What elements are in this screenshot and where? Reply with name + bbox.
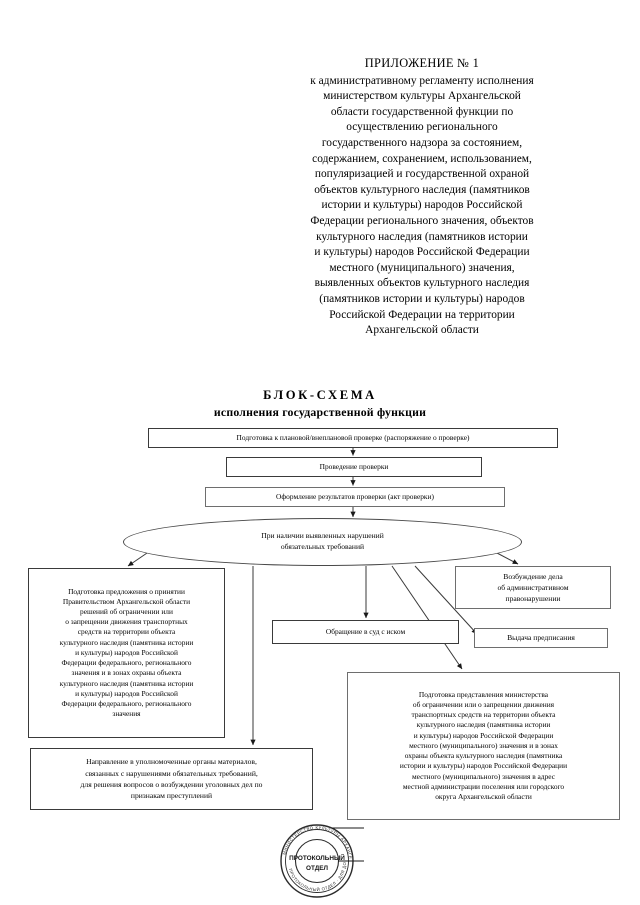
stamp-center-line-2: ОТДЕЛ: [306, 865, 329, 872]
annex-line: Федерации регионального значения, объект…: [310, 214, 534, 227]
scheme-title: БЛОК-СХЕМА: [263, 388, 377, 402]
annex-line: популяризацией и государственной охраной: [314, 168, 530, 181]
stamp-pen-stroke: [332, 827, 364, 862]
annex-line: местного (муниципального) значения,: [329, 261, 515, 274]
flow-node-violations: При наличии выявленных нарушений обязате…: [123, 518, 522, 566]
node-line: местного (муниципального) значения в адр…: [411, 771, 556, 781]
node-line: местной администрации поселения или горо…: [402, 781, 565, 791]
node-line: значения и в зонах охраны объекта: [71, 668, 182, 678]
node-line: округа Архангельской области: [435, 791, 532, 801]
flow-node-inspection: Проведение проверки: [226, 457, 482, 477]
flow-node-left-proposal: Подготовка предложения о принятии Правит…: [28, 568, 225, 738]
node-line: транспортных средств на территории объек…: [411, 710, 556, 720]
stamp-center-line-1: ПРОТОКОЛЬНЫЙ: [289, 853, 345, 862]
annex-line: истории и культуры) народов Российской: [321, 199, 523, 212]
annex-line: осуществлению регионального: [346, 121, 498, 134]
node-line: и культуры) народов Российской Федерации: [413, 730, 554, 740]
node-line: средств на территории объекта: [77, 627, 176, 637]
node-line: решений об ограничении или: [80, 607, 173, 617]
node-line: и культуры) народов Российской: [75, 688, 178, 698]
annex-line: и культуры) народов Российской Федерации: [314, 246, 530, 259]
node-line: Федерации федерального, регионального: [61, 658, 192, 668]
node-line: Подготовка к плановой/внеплановой провер…: [236, 432, 470, 442]
node-line: о запрещении движения транспортных: [65, 617, 188, 627]
node-line: правонарушении: [505, 594, 561, 603]
flow-node-results: Оформление результатов проверки (акт про…: [205, 487, 505, 507]
node-line: об ограничении или о запрещении движения: [412, 700, 555, 710]
annex-line: государственного надзора за состоянием,: [321, 136, 523, 149]
flow-node-issue-order: Выдача предписания: [474, 628, 608, 648]
annex-line: выявленных объектов культурного наследия: [314, 277, 530, 290]
node-line: культурного наследия (памятника истории: [59, 678, 194, 688]
node-line: Проведение проверки: [319, 461, 389, 471]
annex-line: к административному регламенту исполнени…: [310, 74, 534, 87]
flow-node-right-submission: Подготовка представления министерства об…: [347, 672, 620, 820]
node-line: культурного наследия (памятника истории: [416, 720, 551, 730]
annex-header: ПРИЛОЖЕНИЕ № 1 к административному регла…: [258, 56, 586, 339]
annex-line: министерством культуры Архангельской: [323, 90, 521, 103]
node-line: местного (муниципального) значения и в з…: [409, 740, 558, 750]
svg-text:МИНИСТЕРСТВО КУЛЬТУРЫ АРХАНГЕЛ: МИНИСТЕРСТВО КУЛЬТУРЫ АРХАНГЕЛЬСКОЙ ОБЛА…: [272, 816, 353, 860]
node-line: Направление в уполномоченные органы мате…: [86, 757, 257, 767]
annex-line: культурного наследия (памятников истории: [316, 230, 528, 243]
annex-body: к административному регламенту исполнени…: [258, 74, 586, 339]
node-line: Оформление результатов проверки (акт про…: [276, 491, 434, 501]
node-line: Возбуждение дела: [503, 572, 563, 581]
annex-line: (памятников истории и культуры) народов: [319, 292, 525, 305]
node-line: Федерации федерального, регионального: [61, 698, 192, 708]
node-line: культурного наследия (памятника истории: [59, 637, 194, 647]
flow-node-preparation: Подготовка к плановой/внеплановой провер…: [148, 428, 558, 448]
node-line: Обращение в суд с иском: [325, 626, 406, 636]
annex-line: объектов культурного наследия (памятнико…: [314, 183, 530, 196]
annex-line: Российской Федерации на территории: [329, 308, 515, 321]
flow-node-refer-authorities: Направление в уполномоченные органы мате…: [30, 748, 313, 810]
annex-line: области государственной функции по: [330, 105, 514, 118]
flow-node-court-claim: Обращение в суд с иском: [272, 620, 459, 644]
node-line: Подготовка предложения о принятии: [68, 586, 185, 596]
annex-line: содержанием, сохранением, использованием…: [312, 152, 532, 165]
node-line: обязательных требований: [280, 542, 365, 551]
official-stamp: МИНИСТЕРСТВО КУЛЬТУРЫ АРХАНГЕЛЬСКОЙ ОБЛА…: [272, 816, 364, 898]
node-line: и культуры) народов Российской: [75, 647, 178, 657]
node-line: истории и культуры) народов Российской Ф…: [399, 761, 568, 771]
node-line: При наличии выявленных нарушений: [261, 531, 384, 541]
node-line: признакам преступлений: [130, 791, 213, 801]
scheme-subtitle: исполнения государственной функции: [213, 405, 427, 419]
node-line: значения: [112, 709, 141, 719]
annex-line: Архангельской области: [365, 324, 479, 337]
node-line: об административном: [497, 583, 569, 592]
node-line: охраны объекта культурного наследия (пам…: [404, 751, 563, 761]
node-line: Подготовка представления министерства: [418, 689, 549, 699]
node-line: Выдача предписания: [507, 632, 575, 642]
node-line: Правительством Архангельской области: [62, 596, 191, 606]
node-line: для решения вопросов о возбуждении уголо…: [80, 780, 263, 789]
node-line: связанных с нарушениями обязательных тре…: [85, 768, 258, 778]
scheme-heading: БЛОК-СХЕМА исполнения государственной фу…: [0, 388, 640, 420]
annex-title: ПРИЛОЖЕНИЕ № 1: [364, 56, 480, 70]
flow-node-admin-case: Возбуждение дела об административном пра…: [455, 566, 611, 609]
